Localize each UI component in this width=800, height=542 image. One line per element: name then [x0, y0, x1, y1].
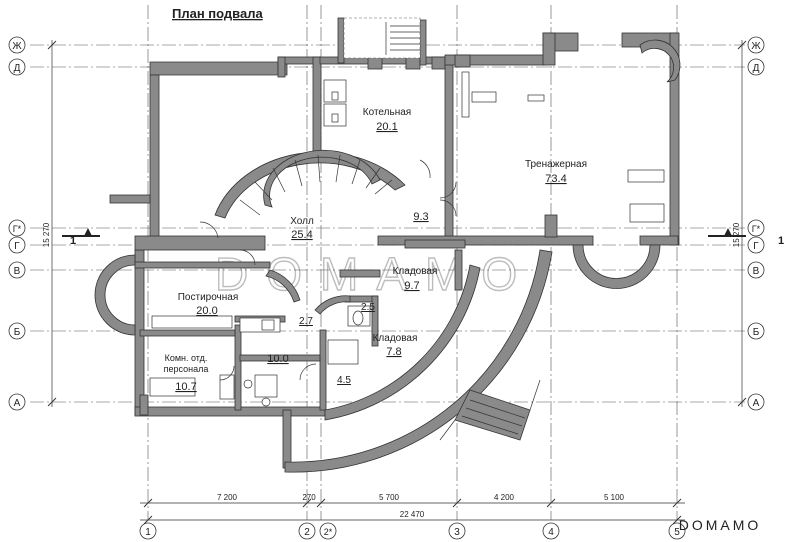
bottom-dimensions: 7 200 270 5 700 4 200 5 100 22 470 — [140, 493, 685, 525]
row-label: Ж — [12, 41, 22, 52]
row-bubble — [747, 261, 765, 279]
side-dimensions: 15 270 15 270 — [42, 40, 747, 407]
room-name: Кладовая — [373, 333, 418, 344]
column-label: 5 — [674, 527, 680, 538]
section-marks: 1 1 — [62, 228, 784, 247]
room-area: 2.5 — [361, 302, 375, 313]
room-area: 10.7 — [175, 381, 196, 393]
room-area: 9.7 — [404, 280, 419, 292]
room-name: Кладовая — [393, 266, 438, 277]
row-label: Ж — [751, 41, 761, 52]
row-label: В — [753, 266, 760, 277]
room-name: Холл — [290, 216, 314, 227]
fixtures — [149, 71, 665, 407]
room-area: 25.4 — [291, 229, 312, 241]
room-name: Комн. отд. — [165, 353, 208, 363]
column-bubble — [448, 522, 466, 540]
row-label: Б — [14, 327, 21, 338]
vertical-axes — [147, 5, 678, 520]
room-area: 4.5 — [337, 375, 351, 386]
section-label: 1 — [778, 235, 784, 247]
row-label: В — [14, 266, 21, 277]
walls — [94, 17, 680, 469]
row-label: А — [753, 398, 760, 409]
room-area: 7.8 — [386, 346, 401, 358]
row-markers-left: Ж Д Г* Г В Б А — [8, 36, 26, 411]
column-label: 4 — [548, 527, 554, 538]
column-bubble — [139, 522, 157, 540]
room-name: Котельная — [363, 107, 411, 118]
dimension-label: 5 700 — [379, 493, 400, 502]
section-label: 1 — [70, 235, 76, 247]
dimension-label: 5 100 — [604, 493, 625, 502]
room-area: 10.0 — [267, 353, 288, 365]
room-area: 20.1 — [376, 121, 397, 133]
column-bubble — [542, 522, 560, 540]
doors — [199, 159, 457, 381]
column-bubble — [668, 522, 686, 540]
row-label: Б — [753, 327, 760, 338]
row-label: А — [14, 398, 21, 409]
row-label: Г* — [752, 224, 761, 234]
watermark-small: DOMAMO — [679, 517, 762, 533]
column-bubble — [298, 522, 316, 540]
row-bubble — [747, 58, 765, 76]
row-bubble — [747, 393, 765, 411]
row-bubble — [8, 393, 26, 411]
row-bubble — [8, 36, 26, 54]
column-label: 1 — [145, 527, 151, 538]
row-label: Д — [753, 63, 760, 74]
room-area: 2.7 — [299, 316, 313, 327]
row-bubble — [747, 219, 765, 237]
row-bubble — [8, 322, 26, 340]
entrance-stair — [439, 379, 541, 441]
room-area: 73.4 — [545, 173, 566, 185]
row-bubble — [8, 236, 26, 254]
row-label: Г* — [13, 224, 22, 234]
column-label: 2 — [304, 527, 310, 538]
row-markers-right: Ж Д Г* Г В Б А — [747, 36, 765, 411]
row-bubble — [747, 322, 765, 340]
dimension-label: 15 270 — [42, 222, 51, 247]
room-name: Постирочная — [178, 292, 239, 303]
total-dimension-label: 22 470 — [400, 510, 425, 519]
dimension-label: 4 200 — [494, 493, 515, 502]
dimension-label: 7 200 — [217, 493, 238, 502]
top-stair — [343, 17, 421, 59]
plan-title: План подвала — [172, 6, 263, 21]
room-area: 9.3 — [413, 211, 428, 223]
row-bubble — [8, 261, 26, 279]
curved-stair — [239, 154, 393, 216]
room-name: Тренажерная — [525, 159, 587, 170]
column-label: 2* — [324, 527, 333, 537]
column-bubble — [319, 522, 337, 540]
room-area: 20.0 — [196, 305, 217, 317]
room-labels: Котельная 20.1 Тренажерная 73.4 9.3 Холл… — [164, 107, 587, 393]
row-label: Г — [14, 241, 20, 252]
row-label: Д — [14, 63, 21, 74]
column-label: 3 — [454, 527, 460, 538]
room-name-line2: персонала — [164, 364, 209, 374]
row-bubble — [8, 58, 26, 76]
row-bubble — [747, 236, 765, 254]
row-bubble — [747, 36, 765, 54]
row-bubble — [8, 219, 26, 237]
row-label: Г — [753, 241, 759, 252]
column-markers: 1 2 2* 3 4 5 — [139, 522, 686, 540]
dimension-label: 15 270 — [732, 222, 741, 247]
dimension-label: 270 — [302, 493, 316, 502]
